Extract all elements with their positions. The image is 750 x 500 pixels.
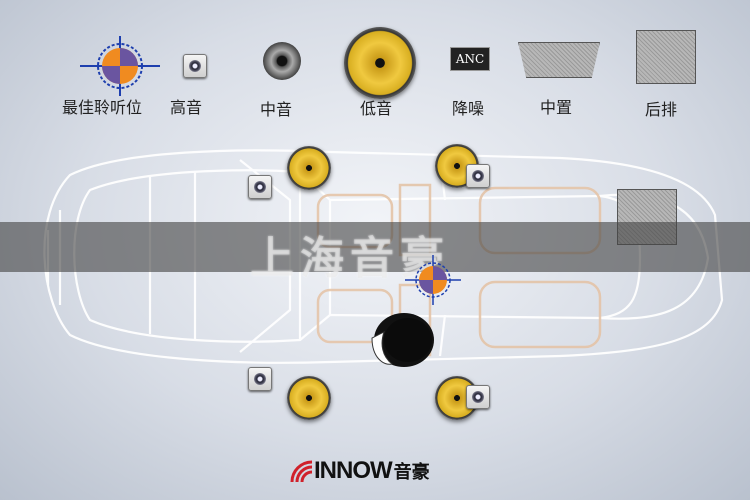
center-label: 中置 (540, 98, 573, 117)
tweeter-rear-right (466, 385, 490, 409)
woofer-front-right (287, 376, 331, 420)
brand-logo: INNOW 音豪 (288, 456, 430, 486)
brand-name: INNOW (314, 457, 393, 484)
woofer-label: 低音 (360, 99, 393, 118)
rear-label: 后排 (645, 100, 678, 119)
woofer-front-left (287, 146, 331, 190)
tweeter-rear-left (466, 164, 490, 188)
watermark-text: 上海音豪 (250, 233, 450, 284)
anc-badge-icon: ANC (450, 47, 490, 71)
midrange-label: 中音 (260, 100, 293, 119)
driver-head-icon (371, 313, 434, 367)
tweeter-front-right (248, 367, 272, 391)
anc-label: 降噪 (452, 99, 485, 118)
signal-icon (290, 460, 313, 483)
listening-position-icon (80, 36, 160, 96)
watermark-band (0, 222, 750, 272)
tweeter-label: 高音 (170, 98, 203, 117)
brand-cn: 音豪 (393, 462, 430, 483)
woofer-legend-icon (344, 27, 416, 99)
rear-speaker-legend-icon (636, 30, 696, 84)
tweeter-legend-icon (183, 54, 207, 78)
best-listening-label: 最佳聆听位 (62, 98, 143, 117)
midrange-legend-icon (263, 42, 301, 80)
tweeter-front-left (248, 175, 272, 199)
listening-position-marker (405, 255, 461, 305)
